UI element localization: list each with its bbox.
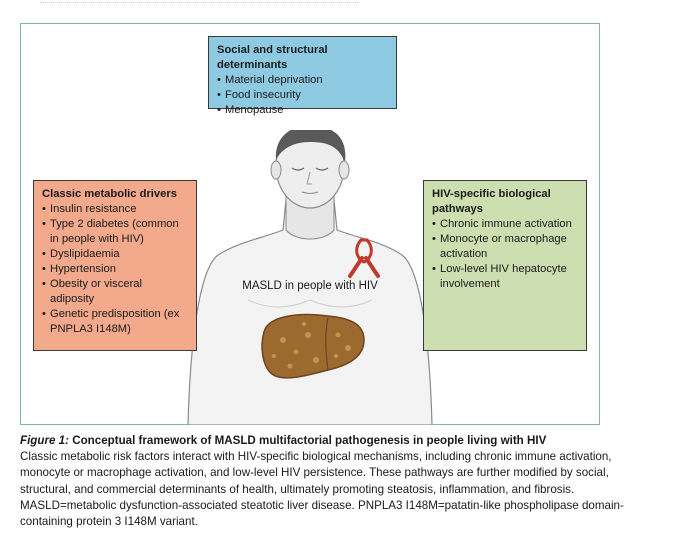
nose [306, 171, 312, 185]
classic-box-title: Classic metabolic drivers [42, 188, 177, 200]
hair-shape [275, 130, 346, 162]
figure-number: Figure 1: [20, 434, 69, 447]
list-item: Type 2 diabetes (common in people with H… [42, 217, 188, 247]
list-item: Monocyte or macrophage activation [432, 232, 578, 262]
list-item: Material deprivation [217, 73, 388, 88]
left-ear [270, 160, 282, 180]
hiv-list: Chronic immune activation Monocyte or ma… [432, 217, 578, 292]
center-label: MASLD in people with HIV [242, 280, 378, 292]
figure-caption: Figure 1: Conceptual framework of MASLD … [20, 433, 660, 530]
classic-list: Insulin resistance Type 2 diabetes (comm… [42, 202, 188, 337]
right-ear [338, 160, 350, 180]
red-ribbon-icon [348, 238, 380, 278]
caption-body: Classic metabolic risk factors interact … [20, 450, 624, 529]
list-item: Low-level HIV hepatocyte involvement [432, 262, 578, 292]
social-determinants-box: Social and structural determinants Mater… [208, 36, 397, 118]
hiv-pathways-box: HIV-specific biological pathways Chronic… [423, 180, 587, 351]
classic-metabolic-box: Classic metabolic drivers Insulin resist… [33, 180, 197, 351]
human-torso-illustration [187, 130, 433, 425]
fatty-liver-icon [261, 313, 365, 379]
list-item: Chronic immune activation [432, 217, 578, 232]
list-item: Dyslipidaemia [42, 247, 188, 262]
hiv-box-title: HIV-specific biological pathways [432, 188, 551, 215]
list-item: Hypertension [42, 262, 188, 277]
list-item: Menopause [217, 103, 388, 118]
list-item: Insulin resistance [42, 202, 188, 217]
mouth [301, 191, 319, 194]
social-list: Material deprivation Food insecurity Men… [217, 73, 388, 118]
chest-line [247, 299, 373, 308]
previous-text-cutoff [40, 0, 360, 3]
list-item: Obesity or visceral adiposity [42, 277, 188, 307]
left-eye [291, 167, 305, 171]
list-item: Genetic predisposition (ex PNPLA3 I148M) [42, 307, 188, 337]
right-eye [315, 167, 329, 171]
social-box-title: Social and structural determinants [217, 44, 328, 71]
figure-title: Conceptual framework of MASLD multifacto… [72, 434, 547, 447]
list-item: Food insecurity [217, 88, 388, 103]
